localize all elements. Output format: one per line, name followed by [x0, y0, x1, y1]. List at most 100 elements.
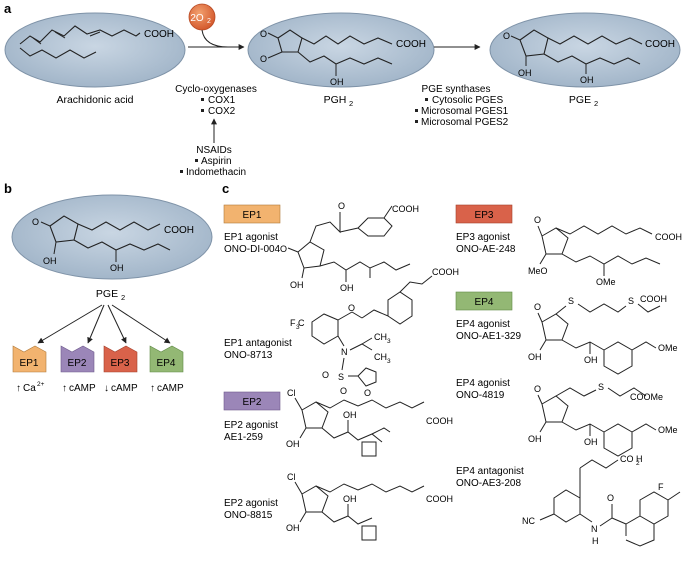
- ono-4819-alpha: [555, 387, 647, 397]
- ep3-badge: [455, 204, 513, 224]
- pgh2-alpha-chain: [301, 35, 393, 45]
- ono-8713-furan: [357, 367, 377, 387]
- ono-ae3-208-amide: [599, 504, 627, 527]
- ono-4819-oh2: OH: [528, 434, 542, 444]
- ono-ae-248-alpha: [555, 225, 653, 235]
- ep1-agonist-line1: EP1 agonist: [224, 232, 278, 243]
- ono-ae1-329-s2: S: [628, 296, 634, 306]
- ep1-agonist-line2: ONO-DI-004: [224, 244, 281, 255]
- oxygen-hook: [201, 29, 229, 48]
- receptor-ep2-badge: [60, 345, 95, 373]
- ono-ae1-329-ketone: [537, 312, 543, 323]
- panel-b-letter: b: [4, 181, 12, 196]
- pge2-a-ring: [519, 29, 549, 57]
- ae1-259-oh: OH: [343, 410, 357, 420]
- cox-list: COX1 COX2: [201, 95, 236, 117]
- ep2-badge-label: EP2: [243, 397, 262, 408]
- ono-4819-oh2-bond: [539, 421, 547, 433]
- ono-8815-omega: [321, 511, 373, 525]
- ep3-agonist-line2: ONO-AE-248: [456, 244, 516, 255]
- ono-8713-aryl1: [311, 313, 339, 345]
- ono-8713-structure: F C 3 O COOH N CH 3 CH 3 S O O O: [290, 267, 459, 398]
- ono-ae3-208-n-bond: [579, 513, 593, 523]
- pge2-b-group: O OH OH COOH PGE 2: [11, 194, 213, 302]
- pgh2-omega-chain: [297, 51, 393, 65]
- ono-8713-n: N: [341, 347, 348, 357]
- receptor-ep1-dir: ↑: [16, 383, 21, 394]
- ae1-259-omega: [321, 427, 383, 443]
- ono-4819-ring: [541, 395, 569, 423]
- oxygen-label: 2O: [190, 13, 204, 24]
- ep4-badge: [455, 291, 513, 311]
- pges-title: PGE synthases: [422, 84, 491, 95]
- arachidonic-chain-bottom: [19, 47, 97, 59]
- ono-8713-ch3-a-sub: 3: [387, 338, 391, 345]
- receptor-ep4: EP4 ↑ cAMP: [149, 345, 184, 394]
- ono-di-004-oh: OH: [340, 283, 354, 293]
- ono-8713-o: O: [348, 303, 355, 313]
- ono-ae1-329-oh: OH: [584, 355, 598, 365]
- ono-4819-oh: OH: [584, 437, 598, 447]
- ono-ae-248-omega: [561, 253, 661, 265]
- ono-4819-structure: O S COOMe OMe OH OH: [528, 382, 678, 457]
- ono-ae-248-meo-bond: [539, 253, 547, 265]
- receptor-ep2-name: EP2: [68, 358, 87, 369]
- receptor-ep3: EP3 ↓ cAMP: [103, 345, 138, 394]
- oxygen-group: 2O 2: [188, 3, 229, 48]
- ono-ae1-329-structure: O S S COOH OMe OH OH: [528, 294, 678, 375]
- ono-ae-248-o: O: [534, 215, 541, 225]
- ono-ae1-329-omega: [561, 339, 605, 351]
- ono-4819-ch2ome: [631, 423, 657, 433]
- cox-item: COX1: [208, 95, 236, 106]
- ono-ae3-208-nc: NC: [522, 516, 535, 526]
- ep1-antagonist-line2: ONO-8713: [224, 350, 273, 361]
- ono-8815-alpha: [315, 483, 425, 493]
- arachidonic-acid-label: Arachidonic acid: [56, 94, 133, 106]
- pge2-a-oh2: OH: [580, 75, 594, 85]
- ae1-259-oh2: OH: [286, 439, 300, 449]
- pge2-a-cooh: COOH: [645, 39, 675, 50]
- ono-8815-cl: Cl: [287, 472, 296, 482]
- ae1-259-allyl: [371, 427, 391, 435]
- ep1-antagonist-line1: EP1 antagonist: [224, 338, 292, 349]
- receptor-ep4-signal: cAMP: [157, 383, 184, 394]
- ono-ae3-208-butyric: [579, 459, 619, 469]
- ono-ae3-208-f: F: [658, 482, 664, 492]
- ono-4819-s: S: [598, 382, 604, 392]
- ep4-antagonist-line2: ONO-AE3-208: [456, 478, 521, 489]
- ono-8713-isobutyl: [349, 337, 373, 351]
- ep4-agonist-a-line1: EP4 agonist: [456, 319, 510, 330]
- pge2-a-omega-chain: [543, 53, 641, 65]
- pgh2-peroxide: [267, 32, 283, 59]
- ono-8713-s: S: [338, 372, 344, 382]
- ono-8713-f3c-sub: 3: [296, 324, 300, 331]
- ono-ae3-208-o: O: [607, 493, 614, 503]
- receptor-ep1-badge: [12, 345, 47, 373]
- ono-8815-oh2-bond: [299, 511, 307, 523]
- receptor-ep1-name: EP1: [20, 358, 39, 369]
- arachidonic-acid-ellipse: [4, 12, 186, 88]
- pge2-b-ring: [49, 215, 79, 243]
- pge2-a-label: PGE: [569, 94, 591, 106]
- ae1-259-alpha: [315, 399, 425, 409]
- ono-ae-248-ketone: [537, 225, 543, 237]
- ono-ae-248-meo: MeO: [528, 266, 548, 276]
- ae1-259-cooh: COOH: [426, 416, 453, 426]
- ono-ae3-208-n: N: [591, 524, 598, 534]
- arrow-to-ep4: [111, 304, 171, 344]
- oxygen-subscript: 2: [207, 18, 211, 25]
- pge2-b-omega-chain: [73, 239, 171, 251]
- ono-ae1-329-s1: S: [568, 296, 574, 306]
- pge2-b-ellipse: [11, 194, 213, 280]
- ono-4819-o: O: [534, 384, 541, 394]
- nsaid-bullet: [195, 159, 198, 162]
- ae1-259-cl: Cl: [287, 388, 296, 398]
- receptor-ep3-dir: ↓: [104, 383, 109, 394]
- ono-di-004-ketone: [287, 247, 299, 253]
- receptor-ep1-signal: Ca: [23, 383, 36, 394]
- ono-di-004-structure: O COOH OH OH O: [280, 201, 419, 293]
- ono-8815-oh2: OH: [286, 523, 300, 533]
- ono-ae-248-ome: OMe: [596, 277, 616, 287]
- cox-item: COX2: [208, 106, 236, 117]
- ono-ae3-208-cn-bond: [539, 513, 555, 521]
